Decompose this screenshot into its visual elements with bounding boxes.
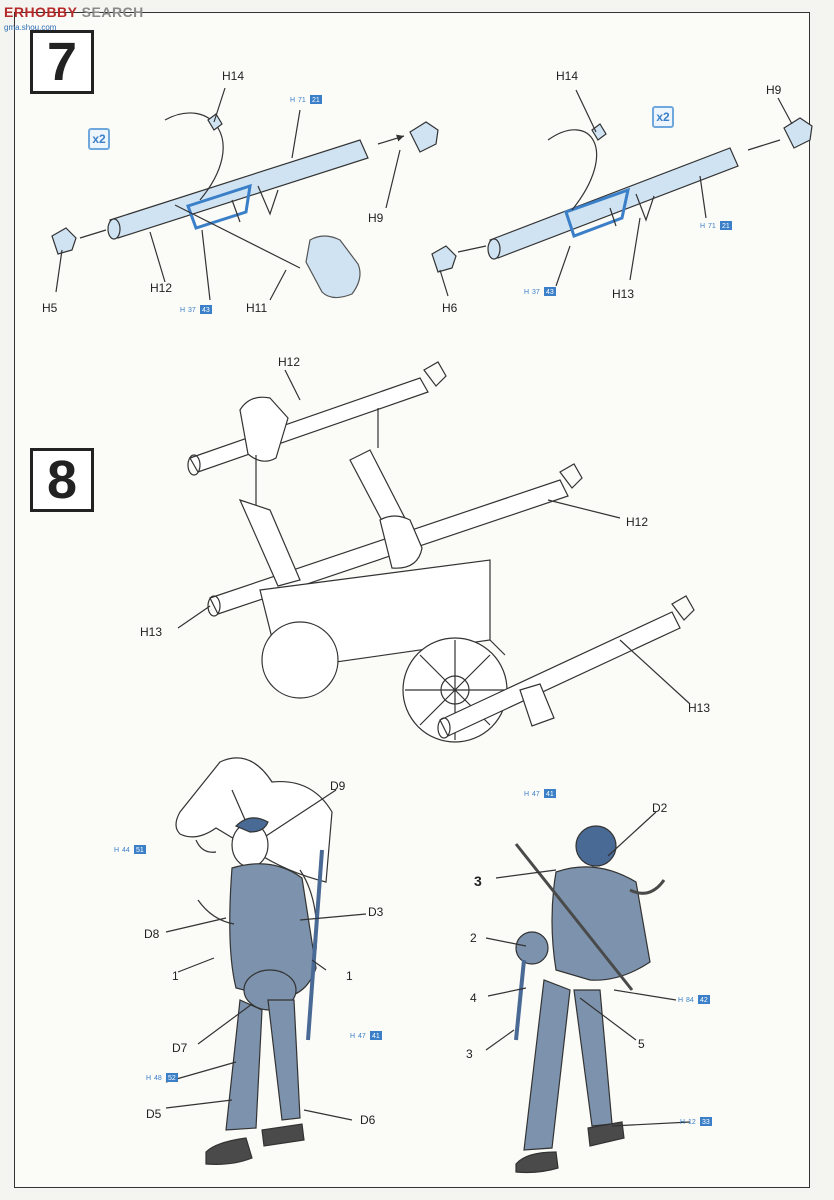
svg-text:H: H xyxy=(180,307,185,314)
svg-text:48: 48 xyxy=(154,1075,162,1082)
label-d7: D7 xyxy=(172,1041,188,1055)
quantity-x2-right: x2 xyxy=(652,106,674,128)
color-code-0: H 71 21 xyxy=(290,95,322,104)
label-h11: H11 xyxy=(246,301,267,315)
label-1-right: 1 xyxy=(346,969,353,983)
svg-text:41: 41 xyxy=(546,791,554,798)
svg-text:H: H xyxy=(146,1075,151,1082)
svg-text:H: H xyxy=(350,1033,355,1040)
label-d9: D9 xyxy=(330,779,346,793)
label-h5: H5 xyxy=(42,301,58,315)
label-h14-left: H14 xyxy=(222,69,244,83)
step-8-badge: 8 xyxy=(30,448,94,512)
svg-text:37: 37 xyxy=(532,289,540,296)
label-d5: D5 xyxy=(146,1107,162,1121)
svg-text:H: H xyxy=(680,1119,685,1126)
color-code-1: H 37 43 xyxy=(180,305,212,314)
color-code-5: H 47 41 xyxy=(524,789,556,798)
label-step8-h12-top: H12 xyxy=(278,355,300,369)
svg-text:71: 71 xyxy=(298,97,306,104)
label-2: 2 xyxy=(470,931,477,945)
step-7-badge: 7 xyxy=(30,30,94,94)
svg-text:33: 33 xyxy=(702,1119,710,1126)
color-code-3: H 71 21 xyxy=(700,221,732,230)
svg-text:42: 42 xyxy=(700,997,708,1004)
svg-text:47: 47 xyxy=(358,1033,366,1040)
svg-text:21: 21 xyxy=(722,223,730,230)
svg-text:H: H xyxy=(114,847,119,854)
svg-text:H: H xyxy=(524,791,529,798)
label-d8: D8 xyxy=(144,927,160,941)
label-4: 4 xyxy=(470,991,477,1005)
watermark: ERHOBBY SEARCH xyxy=(4,4,144,20)
svg-text:51: 51 xyxy=(136,847,144,854)
svg-text:H: H xyxy=(290,97,295,104)
svg-text:43: 43 xyxy=(202,307,210,314)
svg-text:37: 37 xyxy=(188,307,196,314)
svg-text:H: H xyxy=(524,289,529,296)
label-step8-h13-right: H13 xyxy=(688,701,710,715)
svg-text:41: 41 xyxy=(372,1033,380,1040)
color-code-9: H 12 33 xyxy=(680,1117,712,1126)
label-5: 5 xyxy=(638,1037,645,1051)
label-h9-right: H9 xyxy=(766,83,782,97)
svg-text:84: 84 xyxy=(686,997,694,1004)
step8-assembly xyxy=(177,361,695,743)
label-step8-h13-left: H13 xyxy=(140,625,162,639)
svg-text:71: 71 xyxy=(708,223,716,230)
label-step8-h12-right: H12 xyxy=(626,515,648,529)
watermark-brand-b: SEARCH xyxy=(81,4,144,20)
label-h12-left: H12 xyxy=(150,281,172,295)
color-code-6: H 48 52 xyxy=(146,1073,178,1082)
svg-text:43: 43 xyxy=(546,289,554,296)
color-code-2: H 37 43 xyxy=(524,287,556,296)
quantity-x2-left: x2 xyxy=(88,128,110,150)
svg-text:H: H xyxy=(678,997,683,1004)
color-code-4: H 44 51 xyxy=(114,845,146,854)
svg-text:21: 21 xyxy=(312,97,320,104)
step7-right-assembly xyxy=(431,89,813,297)
label-h9-left: H9 xyxy=(368,211,384,225)
svg-text:47: 47 xyxy=(532,791,540,798)
watermark-url: gma.shou.com xyxy=(4,23,57,32)
figure-soldier-walking xyxy=(485,811,691,1174)
label-d2: D2 xyxy=(652,801,668,815)
label-h14-right: H14 xyxy=(556,69,578,83)
svg-text:44: 44 xyxy=(122,847,130,854)
label-d3: D3 xyxy=(368,905,384,919)
label-1-left: 1 xyxy=(172,969,179,983)
figure-soldier-with-horse xyxy=(165,757,367,1165)
label-3-top: 3 xyxy=(474,873,482,889)
color-code-8: H 84 42 xyxy=(678,995,710,1004)
svg-text:12: 12 xyxy=(688,1119,696,1126)
step7-left-assembly xyxy=(51,87,439,301)
label-3-bottom: 3 xyxy=(466,1047,473,1061)
watermark-brand-a: ERHOBBY xyxy=(4,4,78,20)
svg-text:H: H xyxy=(700,223,705,230)
label-h13-right: H13 xyxy=(612,287,634,301)
color-code-7: H 47 41 xyxy=(350,1031,382,1040)
label-h6: H6 xyxy=(442,301,458,315)
label-d6: D6 xyxy=(360,1113,376,1127)
svg-text:52: 52 xyxy=(168,1075,176,1082)
